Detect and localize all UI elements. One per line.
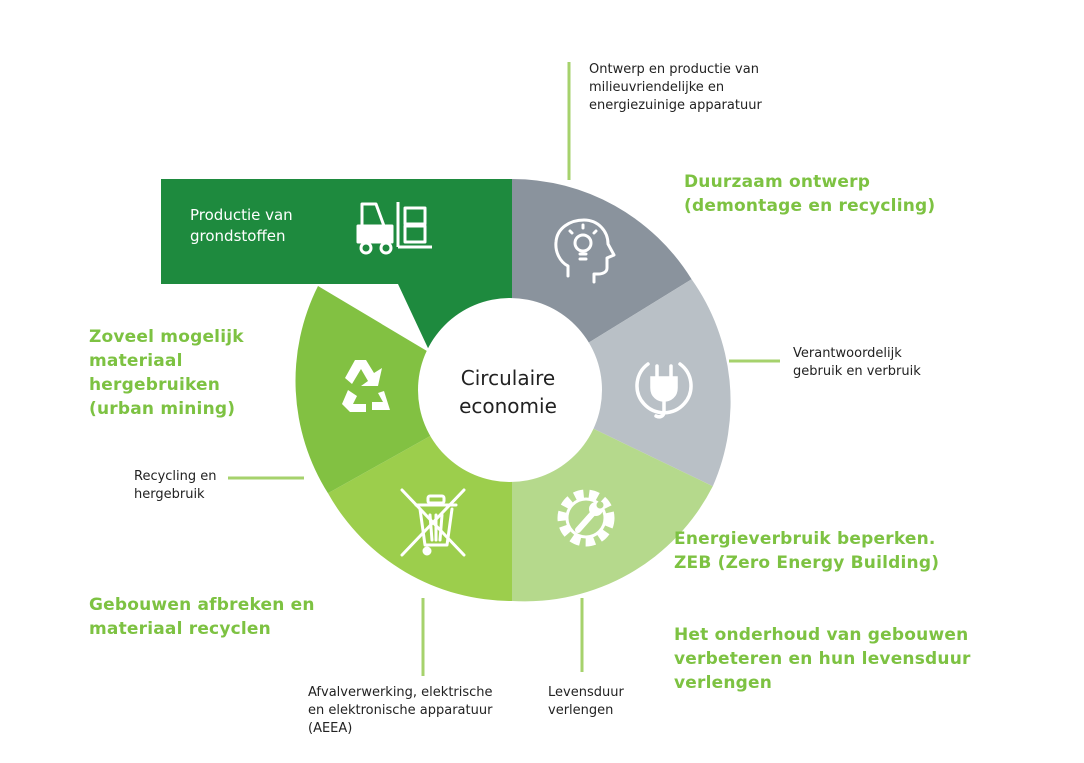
banner-label: Productie van grondstoffen [190, 206, 293, 245]
note-levensduur: Levensduur verlengen [548, 685, 624, 718]
recycle-icon [342, 360, 390, 412]
note-afval: Afvalverwerking, elektrische en elektron… [308, 685, 493, 736]
headline-afbreken: Gebouwen afbreken en materiaal recyclen [89, 595, 315, 639]
headline-onderhoud: Het onderhoud van gebouwen verbeteren en… [674, 625, 971, 693]
crossed-bin-icon [400, 488, 466, 557]
gear-wrench-icon [557, 489, 615, 547]
segment-recycling [295, 286, 440, 494]
headline-zoveel: Zoveel mogelijk materiaal hergebruiken (… [89, 327, 244, 419]
forklift-icon [356, 202, 432, 255]
plug-icon [635, 362, 693, 419]
note-recycling: Recycling en hergebruik [134, 469, 217, 502]
head-lightbulb-icon [554, 218, 616, 284]
segment-ontwerp [512, 179, 692, 347]
note-ontwerp: Ontwerp en productie van milieuvriendeli… [589, 62, 762, 113]
center-circle [418, 298, 602, 482]
headline-duurzaam: Duurzaam ontwerp (demontage en recycling… [684, 172, 936, 216]
note-gebruik: Verantwoordelijk gebruik en verbruik [793, 346, 921, 379]
headline-energie: Energieverbruik beperken. ZEB (Zero Ener… [674, 529, 940, 573]
center-label: Circulaire economie [459, 366, 557, 418]
